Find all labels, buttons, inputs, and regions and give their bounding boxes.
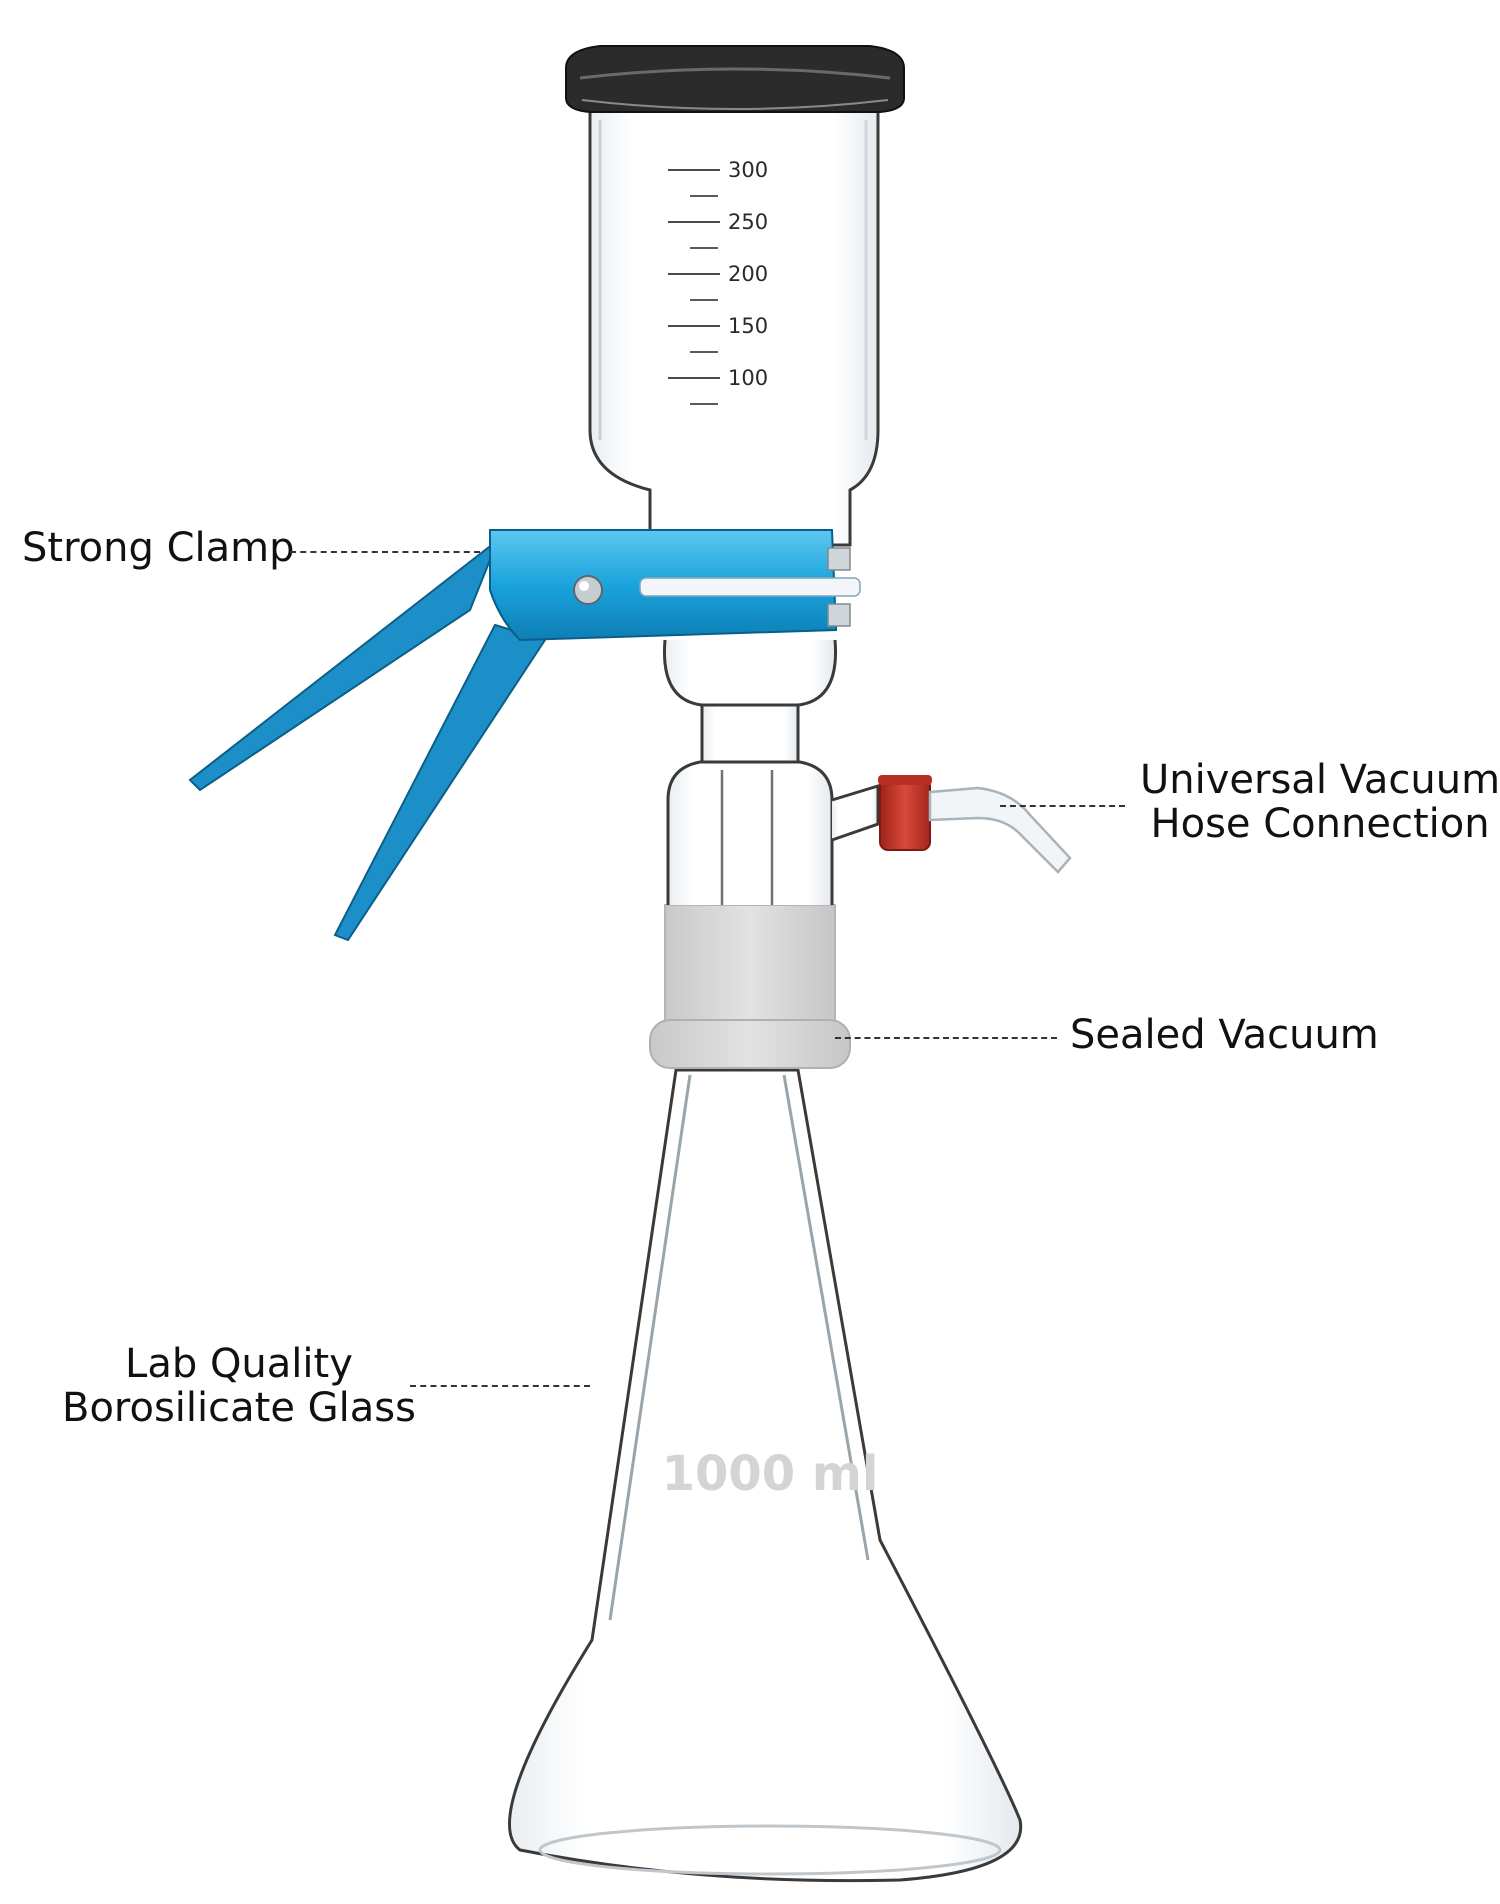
vacuum-adapter — [666, 760, 880, 905]
callout-glass-line2: Borosilicate Glass — [62, 1385, 416, 1431]
scale-label: 250 — [728, 210, 768, 234]
scale-label: 150 — [728, 314, 768, 338]
hose-connection — [878, 775, 1072, 874]
ground-glass-joint — [649, 904, 851, 1069]
funnel-stem — [662, 639, 838, 764]
callout-hose-connection: Universal Vacuum Hose Connection — [1140, 758, 1500, 846]
leader-line-hose — [1000, 805, 1125, 807]
scale-label: 300 — [728, 158, 768, 182]
erlenmeyer-flask: 1000 ml — [508, 1068, 1023, 1883]
funnel-graduation-scale: 300 250 200 150 100 — [668, 158, 768, 405]
callout-strong-clamp: Strong Clamp — [22, 525, 295, 571]
funnel-lid — [565, 45, 905, 113]
leader-line-glass — [410, 1385, 590, 1387]
leader-line-sealed — [835, 1037, 1057, 1039]
callout-glass-line1: Lab Quality — [125, 1341, 353, 1387]
graduated-funnel: 300 250 200 150 100 — [588, 108, 880, 547]
leader-line-clamp — [290, 551, 480, 553]
scale-label: 100 — [728, 366, 768, 390]
callout-borosilicate-glass: Lab Quality Borosilicate Glass — [62, 1342, 416, 1430]
strong-clamp — [188, 529, 861, 942]
flask-volume-mark: 1000 ml — [662, 1446, 879, 1502]
callout-hose-line1: Universal Vacuum — [1140, 757, 1500, 803]
callout-hose-line2: Hose Connection — [1150, 801, 1490, 847]
scale-label: 200 — [728, 262, 768, 286]
callout-sealed-vacuum: Sealed Vacuum — [1070, 1012, 1379, 1058]
